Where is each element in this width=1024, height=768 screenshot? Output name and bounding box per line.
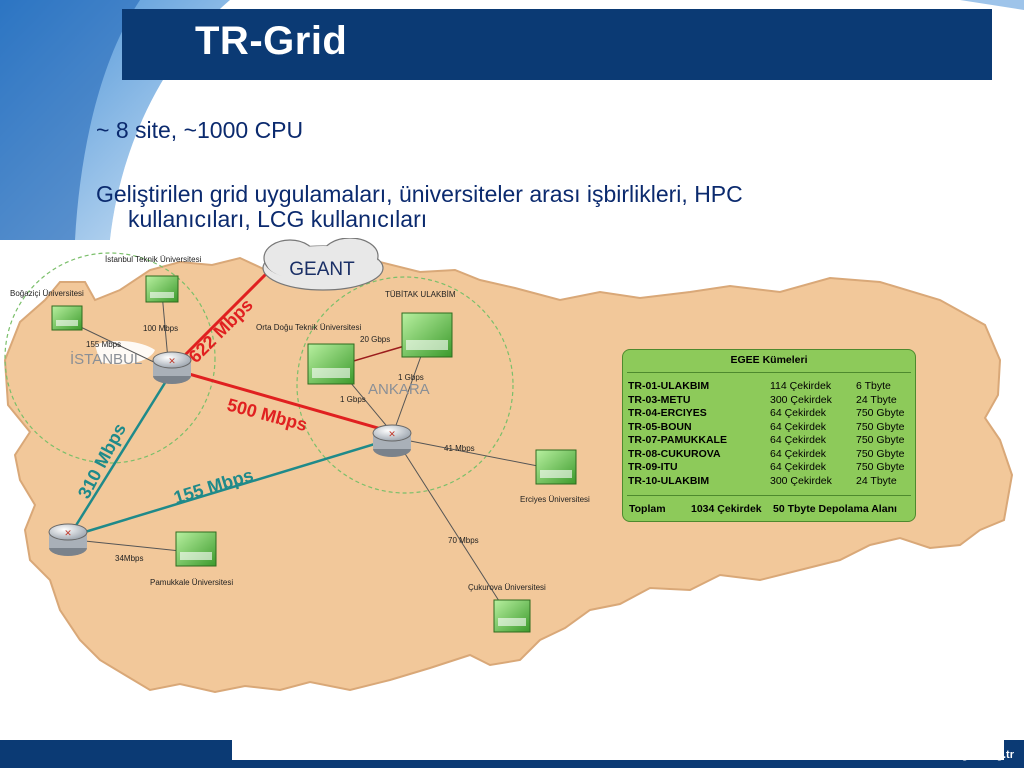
label-link-ulakbim-a: 1 Gbps <box>340 395 366 404</box>
server-itu <box>145 275 179 303</box>
egee-row: TR-03-METU 300 Çekirdek 24 Tbyte <box>627 394 911 407</box>
egee-storage: 24 Tbyte <box>856 474 897 487</box>
istanbul-region-circle <box>4 252 216 464</box>
footer-url: grid.org.tr <box>961 749 1014 761</box>
egee-cores: 64 Çekirdek <box>770 407 827 419</box>
egee-site: TR-09-ITU <box>628 461 678 473</box>
egee-row: TR-08-CUKUROVA 64 Çekirdek 750 Gbyte <box>627 448 911 461</box>
egee-storage: 750 Gbyte <box>856 407 905 419</box>
server-bogazici <box>51 305 83 331</box>
egee-title: EGEE Kümeleri <box>730 354 808 366</box>
link-geant <box>173 266 274 367</box>
label-link-bogazici: 155 Mbps <box>86 340 121 349</box>
link-ulakbim-b <box>394 344 426 429</box>
egee-site: TR-05-BOUN <box>628 420 692 433</box>
label-link-cukurova: 70 Mbps <box>448 536 479 545</box>
label-pamukkale: Pamukkale Üniversitesi <box>150 578 233 587</box>
bullet-apps-line1: Geliştirilen grid uygulamaları, üniversi… <box>96 181 743 207</box>
egee-total-label: Toplam <box>629 503 666 515</box>
marmara-sea <box>95 340 155 365</box>
title-bar <box>122 9 992 80</box>
label-link-metu: 20 Gbps <box>360 335 390 344</box>
server-cukurova <box>493 599 531 633</box>
label-bogazici: Boğaziçi Üniversitesi <box>10 289 84 298</box>
link-cukurova <box>394 437 509 616</box>
bullet-sites: ~ 8 site, ~1000 CPU <box>96 117 304 143</box>
egee-site: TR-10-ULAKBIM <box>628 474 710 487</box>
egee-site: TR-03-METU <box>628 393 691 406</box>
egee-cores: 64 Çekirdek <box>770 447 827 460</box>
egee-storage: 750 Gbyte <box>856 461 905 473</box>
egee-clusters-panel: EGEE Kümeleri TR-01-ULAKBIM 114 Çekirdek… <box>622 349 916 522</box>
label-itu: İstanbul Teknik Üniversitesi <box>105 255 202 264</box>
router-istanbul: ✕ <box>152 351 192 384</box>
link-izm-ank <box>74 438 389 537</box>
egee-total-cores: 1034 Çekirdek <box>691 503 762 515</box>
egee-row: TR-10-ULAKBIM 300 Çekirdek 24 Tbyte <box>627 475 911 488</box>
router-ankara: ✕ <box>372 424 412 457</box>
egee-cores: 300 Çekirdek <box>770 474 832 487</box>
egee-site: TR-01-ULAKBIM <box>628 380 710 392</box>
footer-strip <box>232 740 1004 760</box>
ankara-region-circle <box>296 276 514 494</box>
egee-total-storage: 50 Tbyte Depolama Alanı <box>773 503 897 515</box>
egee-cores: 64 Çekirdek <box>770 461 827 473</box>
link-erciyes <box>394 437 549 469</box>
server-erciyes <box>535 449 577 485</box>
label-link-itu: 100 Mbps <box>143 324 178 333</box>
city-ankara: ANKARA <box>368 381 430 398</box>
svg-text:✕: ✕ <box>64 528 72 538</box>
egee-storage: 6 Tbyte <box>856 380 891 392</box>
link-pamukkale <box>74 539 191 553</box>
egee-row: TR-05-BOUN 64 Çekirdek 750 Gbyte <box>627 421 911 434</box>
label-link-erciyes: 41 Mbps <box>444 444 475 453</box>
label-metu: Orta Doğu Teknik Üniversitesi <box>256 323 361 332</box>
link-ist-izm <box>68 377 170 536</box>
egee-site: TR-07-PAMUKKALE <box>628 434 727 446</box>
egee-storage: 750 Gbyte <box>856 447 905 460</box>
server-pamukkale <box>175 531 217 567</box>
label-erciyes: Erciyes Üniversitesi <box>520 495 590 504</box>
city-istanbul: İSTANBUL <box>70 350 142 368</box>
svg-text:✕: ✕ <box>388 429 396 439</box>
label-link-ulakbim-b: 1 Gbps <box>398 373 424 382</box>
server-ulakbim <box>401 312 453 358</box>
svg-text:✕: ✕ <box>168 356 176 366</box>
egee-cores: 300 Çekirdek <box>770 393 832 406</box>
geant-cloud: GEANT <box>262 238 384 291</box>
egee-row: TR-07-PAMUKKALE 64 Çekirdek 750 Gbyte <box>627 434 911 447</box>
egee-storage: 750 Gbyte <box>856 434 905 446</box>
egee-storage: 750 Gbyte <box>856 420 905 433</box>
geant-label: GEANT <box>289 259 355 280</box>
bullet-apps: Geliştirilen grid uygulamaları, üniversi… <box>96 182 926 232</box>
egee-row: TR-04-ERCIYES 64 Çekirdek 750 Gbyte <box>627 407 911 420</box>
egee-site: TR-08-CUKUROVA <box>628 447 721 460</box>
router-izmir: ✕ <box>48 523 88 556</box>
egee-cores: 64 Çekirdek <box>770 420 827 433</box>
egee-row: TR-09-ITU 64 Çekirdek 750 Gbyte <box>627 461 911 474</box>
label-ulakbim: TÜBİTAK ULAKBİM <box>385 290 456 299</box>
egee-cores: 64 Çekirdek <box>770 434 827 446</box>
egee-storage: 24 Tbyte <box>856 393 897 406</box>
label-link-pamukkale: 34Mbps <box>115 554 143 563</box>
link-itu <box>161 292 169 361</box>
link-ist-ank <box>174 368 393 434</box>
egee-table: TR-01-ULAKBIM 114 Çekirdek 6 Tbyte TR-03… <box>627 372 911 496</box>
slide-title: TR-Grid <box>195 19 348 63</box>
egee-site: TR-04-ERCIYES <box>628 407 707 419</box>
bullet-apps-line2: kullanıcıları, LCG kullanıcıları <box>128 206 428 232</box>
label-cukurova: Çukurova Üniversitesi <box>468 583 546 592</box>
egee-row: TR-01-ULAKBIM 114 Çekirdek 6 Tbyte <box>627 380 911 393</box>
egee-cores: 114 Çekirdek <box>770 380 832 392</box>
server-metu <box>307 343 355 385</box>
